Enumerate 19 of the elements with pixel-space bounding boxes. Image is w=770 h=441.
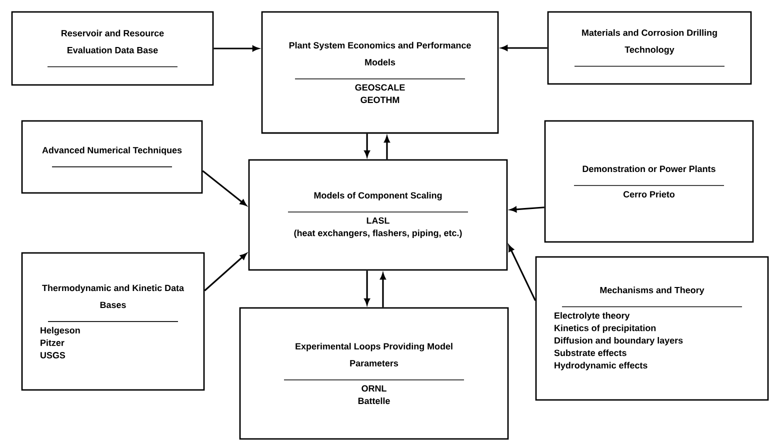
- process-box: Experimental Loops Providing Model Parameters ORNL Battelle: [239, 307, 509, 440]
- process-box: Demonstration or Power Plants Cerro Prieto: [544, 120, 754, 243]
- process-box: Mechanisms and Theory Electrolyte theory Kinetics of precipitation Diffusion and boundary layers Substrate effects Hydrodynamic effects: [535, 256, 769, 401]
- arrow: [508, 244, 536, 301]
- process-box: Plant System Economics and Performance Models GEOSCALE GEOTHM: [261, 11, 499, 134]
- arrow: [501, 45, 548, 51]
- arrow: [204, 253, 247, 292]
- arrow: [364, 134, 370, 157]
- arrow: [364, 270, 370, 305]
- arrow: [384, 136, 390, 160]
- process-box: Materials and Corrosion Drilling Technology: [547, 11, 752, 85]
- process-box: Reservoir and Resource Evaluation Data Base: [11, 11, 214, 86]
- arrow: [510, 206, 544, 212]
- arrow: [214, 46, 259, 52]
- arrow: [202, 170, 247, 206]
- arrow: [380, 273, 386, 308]
- process-box: Models of Component Scaling LASL (heat exchangers, flashers, piping, etc.): [248, 159, 508, 271]
- process-box: Thermodynamic and Kinetic Data Bases Helgeson Pitzer USGS: [21, 252, 205, 391]
- process-box: Advanced Numerical Techniques: [21, 120, 203, 194]
